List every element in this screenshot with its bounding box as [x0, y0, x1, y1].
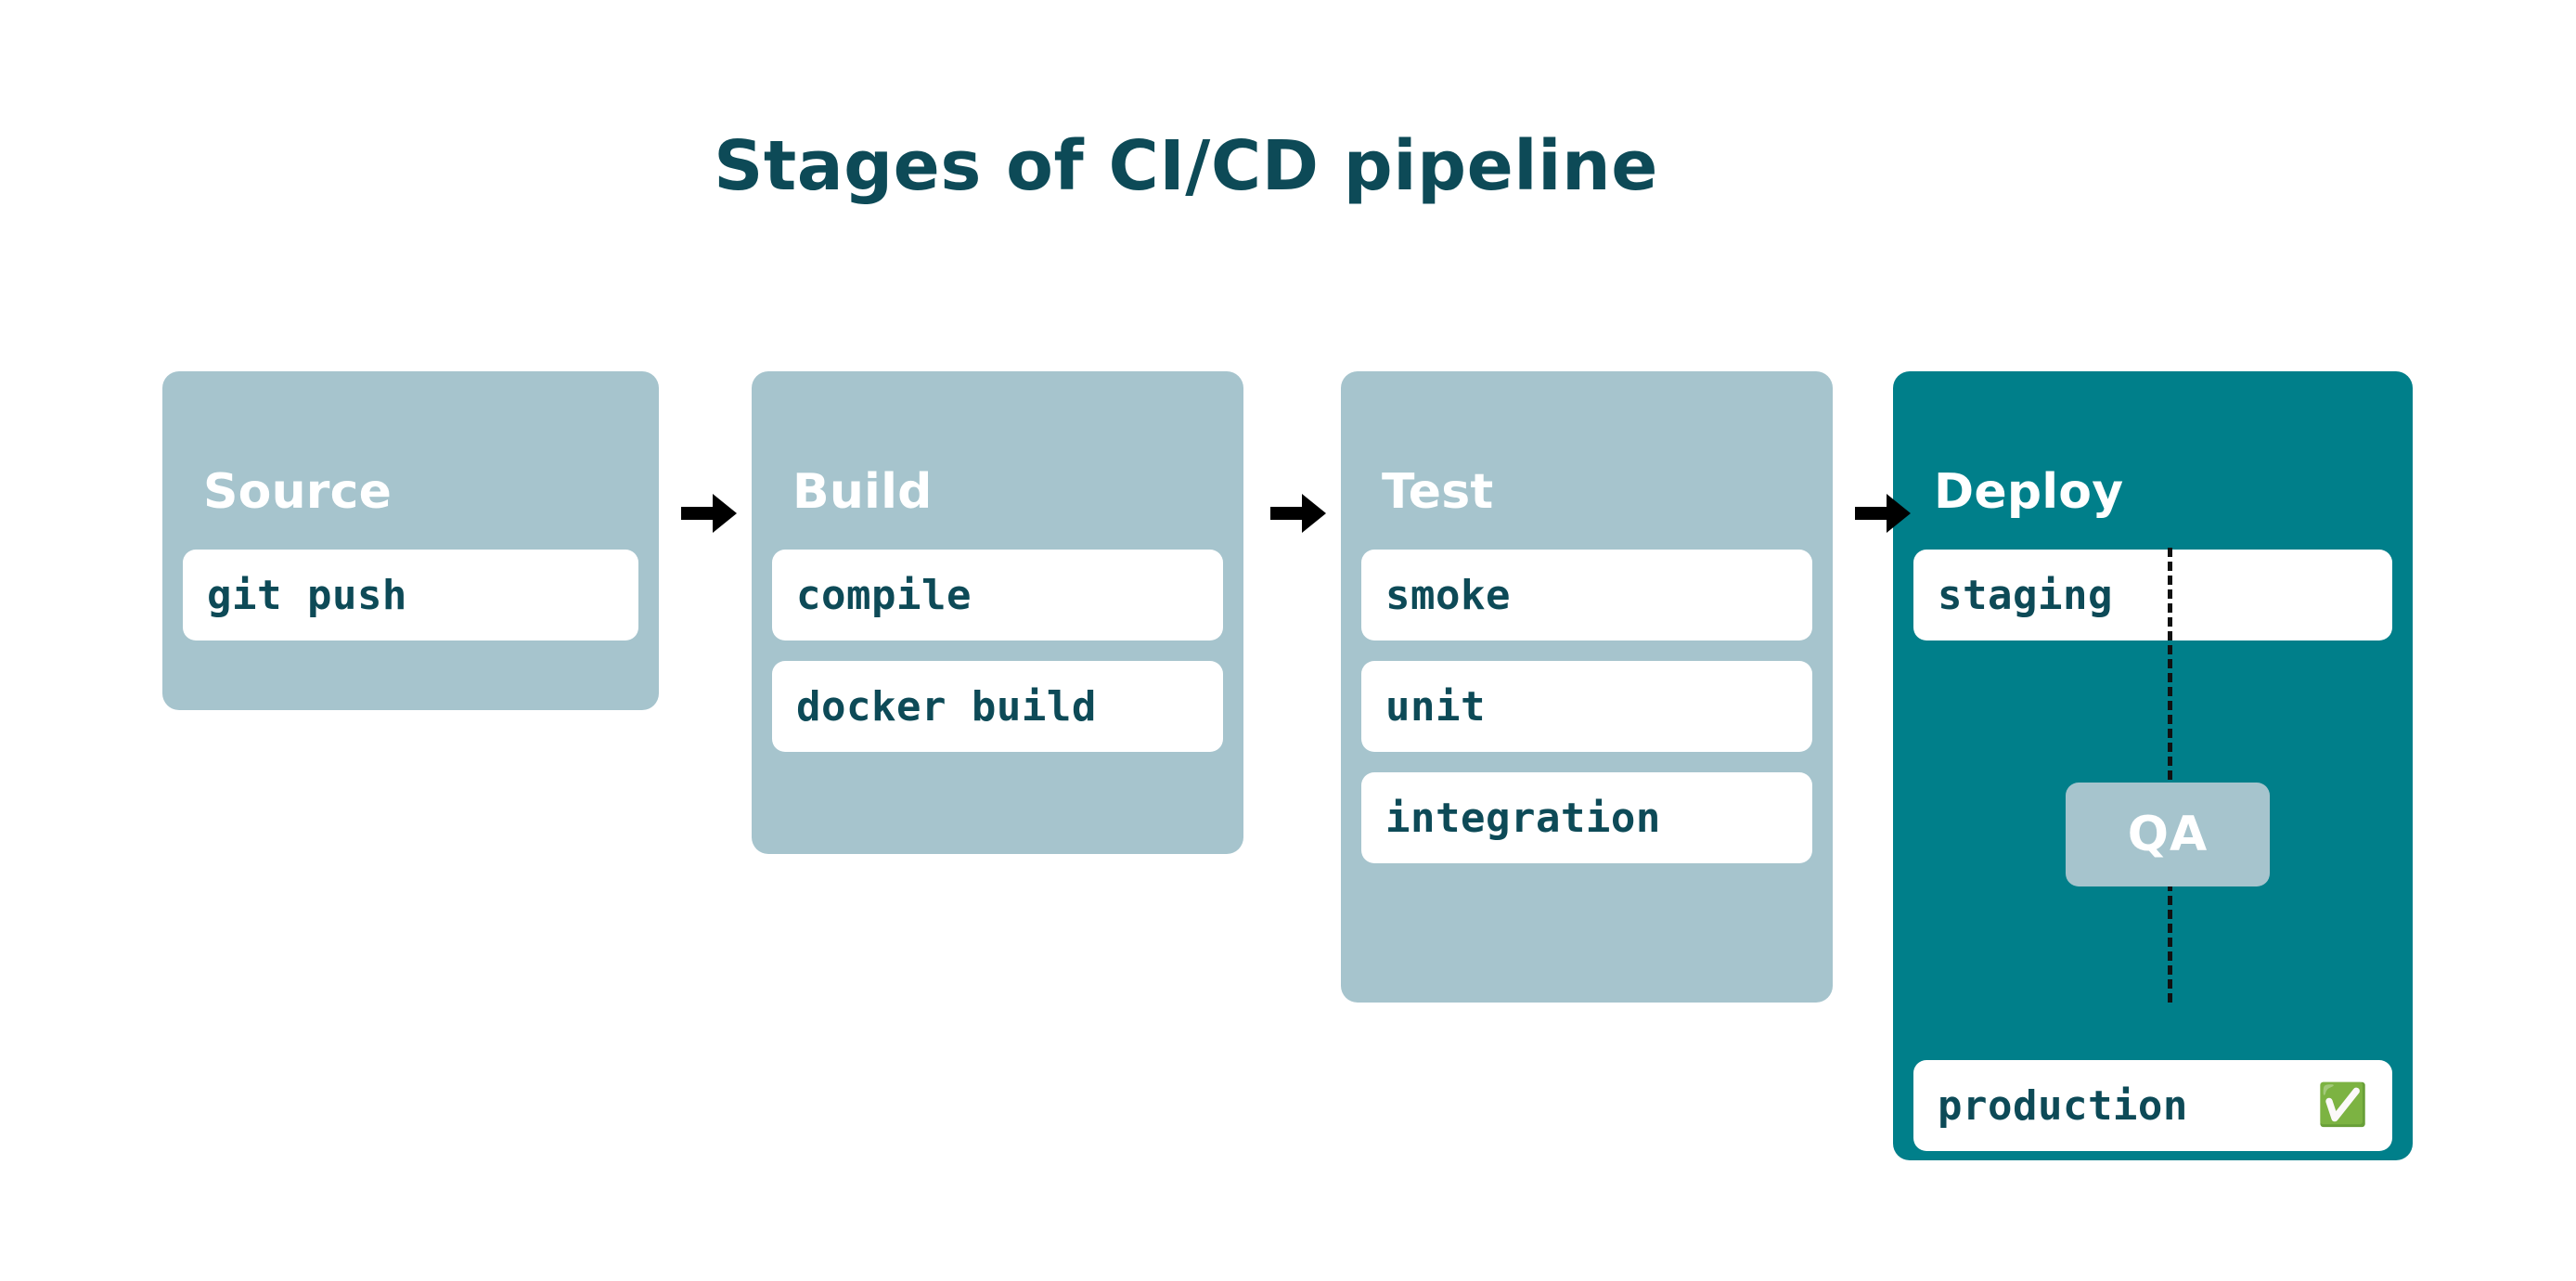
stage-deploy[interactable]: Deploy staging production ✅ QA	[1893, 371, 2413, 1160]
check-mark-icon: ✅	[2317, 1081, 2368, 1129]
stage-title-build: Build	[792, 464, 933, 520]
step-card[interactable]: smoke	[1361, 550, 1812, 640]
step-card[interactable]: integration	[1361, 772, 1812, 863]
step-label: docker build	[796, 682, 1097, 731]
step-label: smoke	[1385, 571, 1511, 619]
step-label: integration	[1385, 794, 1661, 842]
stage-title-deploy: Deploy	[1934, 464, 2124, 520]
step-card[interactable]: unit	[1361, 661, 1812, 752]
qa-gate-badge[interactable]: QA	[2066, 783, 2270, 886]
step-card[interactable]: git push	[183, 550, 638, 640]
step-label: git push	[207, 571, 407, 619]
right-arrow-icon	[1267, 481, 1332, 546]
stage-title-test: Test	[1382, 464, 1494, 520]
step-card[interactable]: docker build	[772, 661, 1223, 752]
pipeline-row: Source git push Build compile docker build Te…	[162, 371, 2417, 1170]
page-title: Stages of CI/CD pipeline	[714, 126, 1658, 206]
step-label: staging	[1938, 571, 2113, 619]
step-card[interactable]: production ✅	[1913, 1060, 2392, 1151]
stage-build[interactable]: Build compile docker build	[752, 371, 1243, 854]
stage-title-source: Source	[203, 464, 393, 520]
step-card[interactable]: compile	[772, 550, 1223, 640]
qa-gate-dashed-line	[2168, 548, 2172, 1003]
right-arrow-icon	[677, 481, 742, 546]
step-label: compile	[796, 571, 972, 619]
step-label: unit	[1385, 682, 1486, 731]
step-label: production	[1938, 1081, 2188, 1130]
step-card[interactable]: staging	[1913, 550, 2392, 640]
right-arrow-icon	[1851, 481, 1916, 546]
step-list-deploy: staging production ✅	[1913, 550, 2392, 1151]
step-list-build: compile docker build	[772, 550, 1223, 752]
step-list-test: smoke unit integration	[1361, 550, 1812, 863]
stage-test[interactable]: Test smoke unit integration	[1341, 371, 1833, 1003]
qa-gate-label: QA	[2127, 807, 2209, 862]
step-list-source: git push	[183, 550, 638, 640]
stage-source[interactable]: Source git push	[162, 371, 659, 710]
